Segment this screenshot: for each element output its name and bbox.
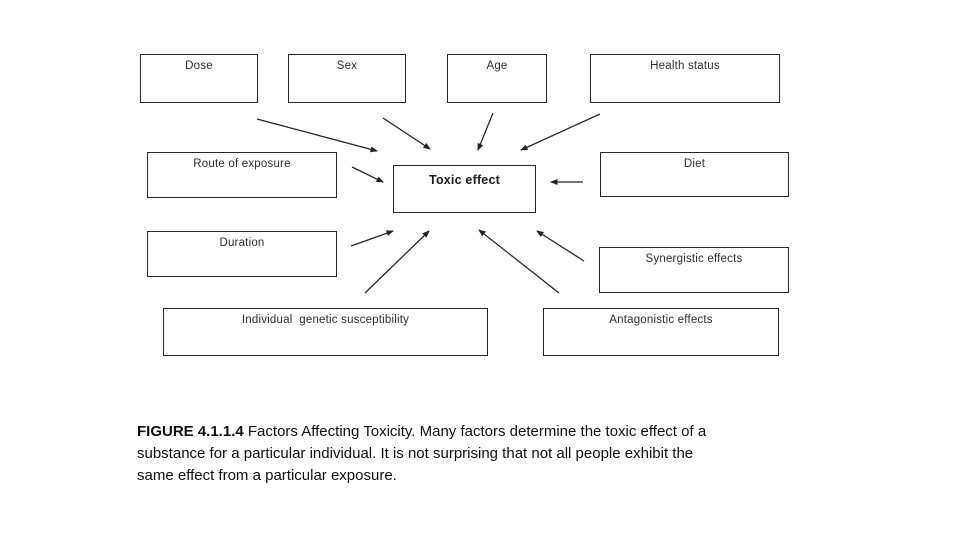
node-toxic-effect-label: Toxic effect <box>429 173 500 187</box>
arrow-dose-to-toxic_effect <box>256 118 378 153</box>
node-antagonistic-effects: Antagonistic effects <box>543 308 779 356</box>
figure-caption: FIGURE 4.1.1.4 Factors Affecting Toxicit… <box>137 421 817 487</box>
arrow-synergistic_effects-to-toxic_effect <box>536 230 585 262</box>
arrow-route_of_exposure-to-toxic_effect <box>351 166 384 183</box>
node-age: Age <box>447 54 547 103</box>
arrow-duration-to-toxic_effect <box>350 230 394 247</box>
node-health-status: Health status <box>590 54 780 103</box>
node-individual-genetic-susceptibility: Individual genetic susceptibility <box>163 308 488 356</box>
node-sex-label: Sex <box>336 60 358 72</box>
arrow-sex-to-toxic_effect <box>382 117 431 150</box>
node-toxic-effect: Toxic effect <box>393 165 536 213</box>
arrow-antagonistic_effects-to-toxic_effect <box>478 229 560 294</box>
node-health-status-label: Health status <box>650 60 720 72</box>
node-route-of-exposure: Route of exposure <box>147 152 337 198</box>
node-duration-label: Duration <box>219 237 265 249</box>
arrow-age-to-toxic_effect <box>477 112 494 151</box>
node-age-label: Age <box>486 60 508 72</box>
figure-caption-text: Factors Affecting Toxicity. Many factors… <box>137 423 707 484</box>
node-diet: Diet <box>600 152 789 197</box>
arrow-individual_genetic_susceptibility-to-toxic_effect <box>364 230 430 294</box>
node-route-of-exposure-label: Route of exposure <box>193 158 291 170</box>
arrow-health_status-to-toxic_effect <box>520 113 601 151</box>
node-synergistic-effects-label: Synergistic effects <box>645 253 743 265</box>
node-dose-label: Dose <box>185 60 213 72</box>
node-individual-genetic-susceptibility-label: Individual genetic susceptibility <box>241 314 410 326</box>
node-duration: Duration <box>147 231 337 277</box>
node-synergistic-effects: Synergistic effects <box>599 247 789 293</box>
node-antagonistic-effects-label: Antagonistic effects <box>609 314 713 326</box>
node-diet-label: Diet <box>683 158 706 170</box>
figure-caption-label: FIGURE 4.1.1.4 <box>137 423 244 440</box>
node-sex: Sex <box>288 54 406 103</box>
node-dose: Dose <box>140 54 258 103</box>
